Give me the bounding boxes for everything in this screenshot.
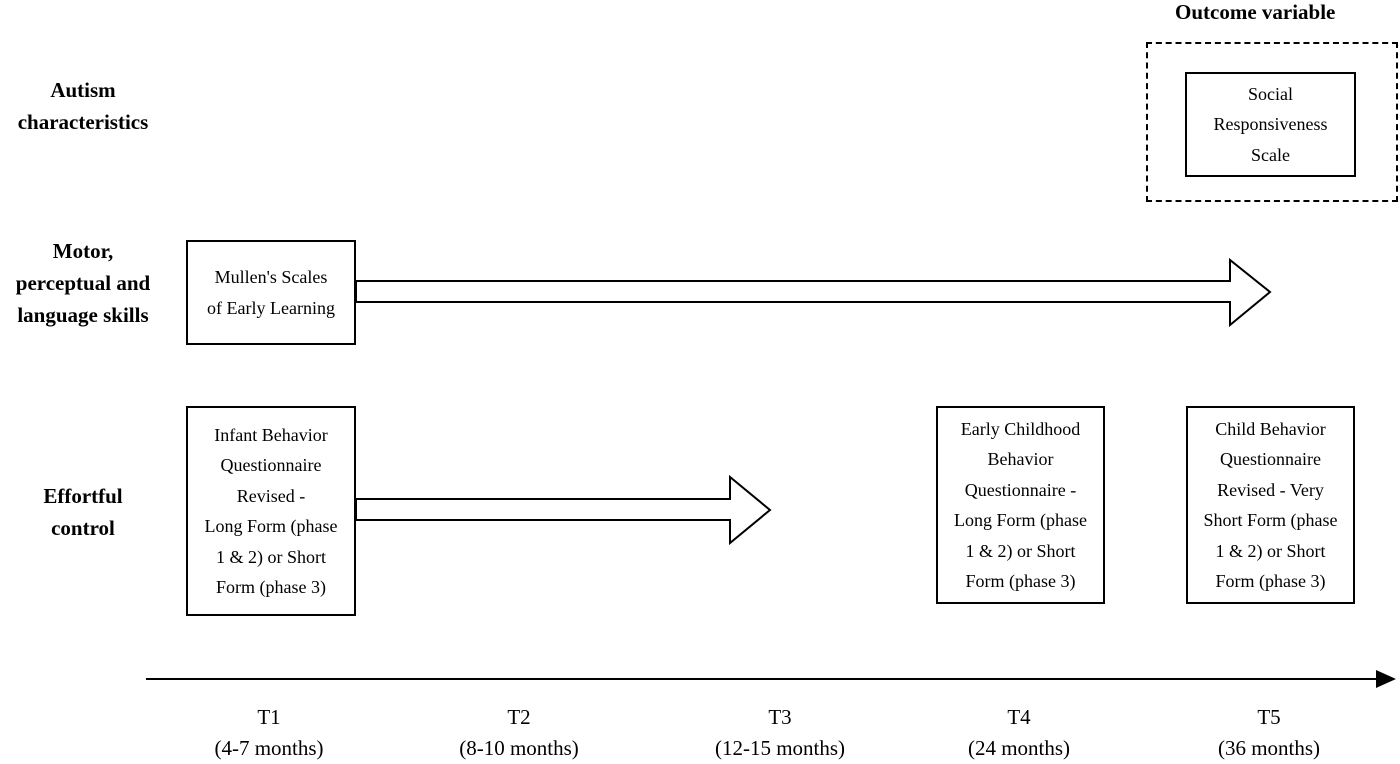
srs-line: Scale: [1251, 144, 1290, 165]
ibq-box: Infant Behavior Questionnaire Revised - …: [186, 406, 356, 616]
ecbq-box: Early Childhood Behavior Questionnaire -…: [936, 406, 1105, 604]
row-label-autism: Autism characteristics: [0, 74, 166, 138]
ecbq-line: Early Childhood: [960, 418, 1081, 439]
timepoint-label: T1: [257, 705, 281, 729]
srs-box: Social Responsiveness Scale: [1185, 72, 1356, 177]
srs-line: Responsiveness: [1213, 114, 1328, 135]
row-label-effortful: Effortful control: [0, 480, 166, 544]
row-label-line: control: [51, 516, 115, 540]
cbq-line: Form (phase 3): [1215, 571, 1326, 591]
ibq-line: Questionnaire: [220, 455, 322, 475]
timepoint-t1: T1 (4-7 months): [169, 702, 369, 764]
cbq-line: Questionnaire: [1220, 449, 1321, 469]
mullen-box: Mullen's Scales of Early Learning: [186, 240, 356, 345]
timepoint-t3: T3 (12-15 months): [680, 702, 880, 764]
timepoint-label: T3: [768, 705, 792, 729]
ecbq-line: Questionnaire -: [964, 479, 1077, 500]
timepoint-range: (4-7 months): [214, 736, 324, 760]
srs-line: Social: [1248, 83, 1293, 104]
cbq-line: Short Form (phase: [1203, 510, 1338, 530]
row-label-line: language skills: [17, 303, 149, 327]
ecbq-line: Form (phase 3): [965, 571, 1076, 591]
cbq-line: 1 & 2) or Short: [1215, 540, 1326, 561]
timepoint-range: (8-10 months): [459, 736, 579, 760]
row-label-line: Effortful: [43, 484, 123, 508]
row-label-line: perceptual and: [15, 271, 151, 295]
timepoint-t2: T2 (8-10 months): [419, 702, 619, 764]
ibq-block-arrow: [355, 474, 772, 546]
ibq-line: Long Form (phase: [204, 516, 338, 536]
ibq-line: Infant Behavior: [214, 424, 328, 445]
mullen-block-arrow: [355, 257, 1272, 328]
timepoint-range: (36 months): [1217, 736, 1321, 760]
timepoint-label: T4: [1007, 705, 1031, 729]
ecbq-line: Behavior: [987, 449, 1054, 469]
ibq-line: Form (phase 3): [216, 577, 326, 597]
cbq-line: Revised - Very: [1217, 479, 1324, 500]
outcome-dashed-frame: [1146, 42, 1398, 202]
outcome-variable-title: Outcome variable: [1175, 0, 1336, 24]
cbq-line: Child Behavior: [1215, 418, 1326, 439]
ecbq-line: 1 & 2) or Short: [965, 540, 1076, 561]
row-label-motor: Motor, perceptual and language skills: [0, 235, 166, 331]
mullen-line: Mullen's Scales: [214, 267, 328, 287]
row-label-line: characteristics: [17, 110, 149, 134]
ibq-line: 1 & 2) or Short: [215, 546, 326, 567]
timepoint-label: T2: [507, 705, 531, 729]
timeline-arrowhead: [1376, 670, 1396, 688]
row-label-line: Motor,: [52, 239, 114, 263]
row-label-line: Autism: [50, 78, 116, 102]
timepoint-label: T5: [1257, 705, 1281, 729]
timepoint-t5: T5 (36 months): [1169, 702, 1369, 764]
cbq-box: Child Behavior Questionnaire Revised - V…: [1186, 406, 1355, 604]
ibq-line: Revised -: [236, 485, 306, 506]
timepoint-range: (24 months): [967, 736, 1071, 760]
ecbq-line: Long Form (phase: [954, 510, 1087, 530]
timepoint-t4: T4 (24 months): [919, 702, 1119, 764]
mullen-line: of Early Learning: [207, 297, 335, 318]
timepoint-range: (12-15 months): [714, 736, 846, 760]
